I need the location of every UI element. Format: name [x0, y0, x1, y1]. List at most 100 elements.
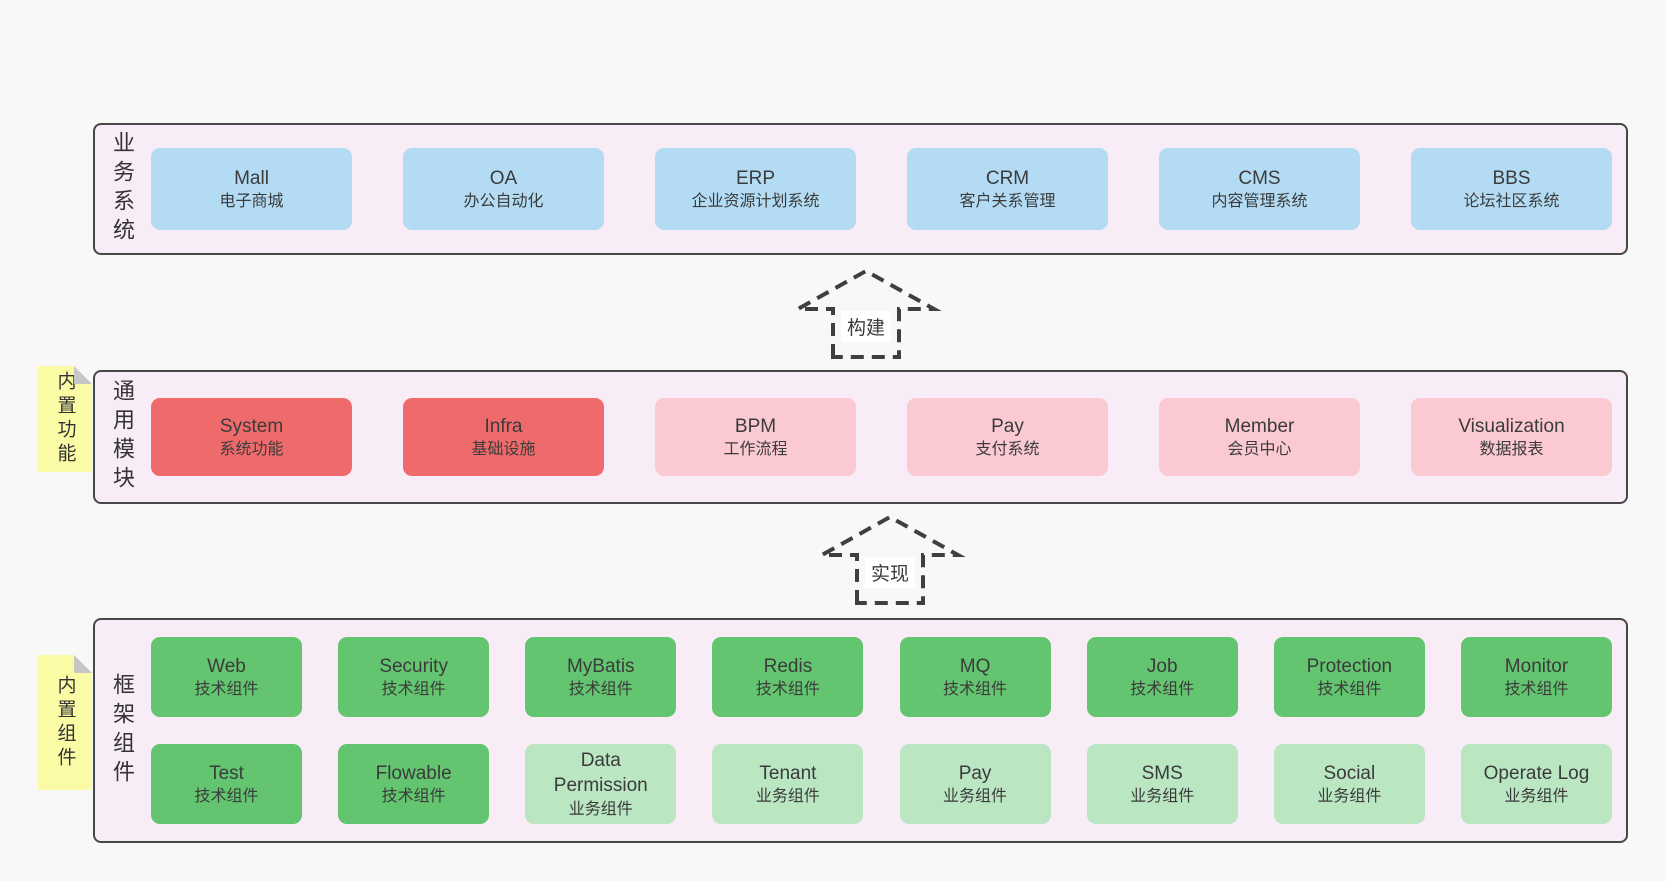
build-arrow-label: 构建	[840, 311, 892, 342]
box-cms: CMS 内容管理系统	[1159, 148, 1360, 230]
box-crm-desc: 客户关系管理	[959, 192, 1056, 210]
box-member-desc: 会员中心	[1227, 440, 1292, 458]
box-cms-desc: 内容管理系统	[1211, 192, 1308, 210]
business-systems-boxes: Mall 电子商城 OA 办公自动化 ERP 企业资源计划系统 CRM 客户关系…	[133, 148, 1626, 230]
box-protection-name: Protection	[1306, 655, 1393, 677]
box-infra-desc: 基础设施	[471, 440, 536, 458]
box-mq-desc: 技术组件	[943, 680, 1008, 698]
box-flowable-name: Flowable	[375, 762, 452, 784]
box-system-name: System	[219, 415, 284, 437]
box-monitor-desc: 技术组件	[1504, 680, 1569, 698]
box-redis-desc: 技术组件	[755, 680, 820, 698]
box-oa: OA 办公自动化	[403, 148, 604, 230]
band-framework-components: 框架组件 Web 技术组件 Security 技术组件 MyBatis 技术组件…	[93, 618, 1628, 843]
box-member-name: Member	[1224, 415, 1295, 437]
box-infra-name: Infra	[484, 415, 523, 437]
box-mybatis-desc: 技术组件	[568, 680, 633, 698]
box-cms-name: CMS	[1238, 167, 1281, 189]
box-protection-desc: 技术组件	[1317, 680, 1382, 698]
box-monitor-name: Monitor	[1504, 655, 1569, 677]
implement-arrow-label: 实现	[864, 557, 916, 588]
box-pay-name: Pay	[991, 415, 1024, 437]
box-bpm-name: BPM	[734, 415, 777, 437]
box-tenant: Tenant 业务组件	[712, 744, 864, 824]
box-social-desc: 业务组件	[1317, 787, 1382, 805]
common-modules-boxes: System 系统功能 Infra 基础设施 BPM 工作流程 Pay 支付系统…	[133, 398, 1626, 476]
box-data-permission-desc: 业务组件	[568, 800, 633, 818]
box-visualization-name: Visualization	[1458, 415, 1565, 437]
box-oa-name: OA	[489, 167, 518, 189]
box-security-name: Security	[379, 655, 448, 677]
box-member: Member 会员中心	[1159, 398, 1360, 476]
box-bpm: BPM 工作流程	[655, 398, 856, 476]
framework-components-row-1: Web 技术组件 Security 技术组件 MyBatis 技术组件 Redi…	[151, 637, 1612, 717]
box-test: Test 技术组件	[151, 744, 302, 824]
box-social-name: Social	[1323, 762, 1376, 784]
box-operate-log-name: Operate Log	[1483, 762, 1590, 784]
framework-components-rows: Web 技术组件 Security 技术组件 MyBatis 技术组件 Redi…	[133, 637, 1626, 824]
box-test-desc: 技术组件	[194, 787, 259, 805]
box-test-name: Test	[209, 762, 244, 784]
band-label-business-systems: 业务系统	[110, 131, 135, 247]
box-pay-component-name: Pay	[958, 762, 992, 784]
box-visualization-desc: 数据报表	[1479, 440, 1544, 458]
box-mq-name: MQ	[959, 655, 991, 677]
box-operate-log-desc: 业务组件	[1504, 787, 1569, 805]
box-visualization: Visualization 数据报表	[1411, 398, 1612, 476]
arrow-up-icon	[814, 514, 966, 605]
box-pay-component-desc: 业务组件	[943, 787, 1008, 805]
build-arrow: 构建	[776, 267, 956, 359]
box-infra: Infra 基础设施	[403, 398, 604, 476]
box-web-name: Web	[207, 655, 246, 677]
band-common-modules: 通用模块 System 系统功能 Infra 基础设施 BPM 工作流程 Pay…	[93, 370, 1628, 504]
box-security: Security 技术组件	[338, 637, 490, 717]
box-tenant-name: Tenant	[759, 762, 817, 784]
box-bbs: BBS 论坛社区系统	[1411, 148, 1612, 230]
box-system-desc: 系统功能	[219, 440, 284, 458]
box-web-desc: 技术组件	[194, 680, 259, 698]
box-mq: MQ 技术组件	[899, 637, 1051, 717]
box-security-desc: 技术组件	[381, 680, 446, 698]
band-label-framework-components: 框架组件	[110, 672, 135, 789]
box-bbs-desc: 论坛社区系统	[1463, 192, 1560, 210]
box-operate-log: Operate Log 业务组件	[1460, 744, 1612, 824]
band-business-systems: 业务系统 Mall 电子商城 OA 办公自动化 ERP 企业资源计划系统 CRM…	[93, 123, 1628, 255]
sticky-note-builtin-components: 内置组件	[38, 655, 92, 790]
framework-components-row-2: Test 技术组件 Flowable 技术组件 Data Permission …	[151, 744, 1612, 824]
box-erp-desc: 企业资源计划系统	[691, 192, 820, 210]
box-system: System 系统功能	[151, 398, 352, 476]
box-mybatis-name: MyBatis	[566, 655, 635, 677]
box-web: Web 技术组件	[151, 637, 302, 717]
box-mybatis: MyBatis 技术组件	[525, 637, 677, 717]
box-mall-name: Mall	[234, 167, 269, 189]
box-data-permission-name: Data Permission	[553, 750, 648, 797]
sticky-note-builtin-features-label: 内置功能	[54, 371, 76, 467]
box-social: Social 业务组件	[1273, 744, 1425, 824]
box-bpm-desc: 工作流程	[723, 440, 788, 458]
arrow-up-icon	[790, 268, 942, 359]
implement-arrow: 实现	[800, 513, 980, 605]
box-erp: ERP 企业资源计划系统	[655, 148, 856, 230]
box-tenant-desc: 业务组件	[755, 787, 820, 805]
box-pay-component: Pay 业务组件	[899, 744, 1051, 824]
box-mall: Mall 电子商城	[151, 148, 352, 230]
box-redis: Redis 技术组件	[712, 637, 864, 717]
sticky-note-builtin-components-label: 内置组件	[54, 674, 76, 771]
box-sms-name: SMS	[1141, 762, 1183, 784]
box-job-desc: 技术组件	[1130, 680, 1195, 698]
box-flowable: Flowable 技术组件	[338, 744, 490, 824]
box-job: Job 技术组件	[1086, 637, 1238, 717]
box-redis-name: Redis	[763, 655, 813, 677]
band-label-common-modules: 通用模块	[110, 379, 135, 495]
box-sms-desc: 业务组件	[1130, 787, 1195, 805]
box-pay: Pay 支付系统	[907, 398, 1108, 476]
box-crm-name: CRM	[985, 167, 1030, 189]
box-crm: CRM 客户关系管理	[907, 148, 1108, 230]
box-sms: SMS 业务组件	[1086, 744, 1238, 824]
box-flowable-desc: 技术组件	[381, 787, 446, 805]
box-monitor: Monitor 技术组件	[1460, 637, 1612, 717]
box-erp-name: ERP	[735, 167, 776, 189]
box-bbs-name: BBS	[1492, 167, 1531, 189]
sticky-note-builtin-features: 内置功能	[38, 366, 92, 472]
box-oa-desc: 办公自动化	[463, 192, 544, 210]
